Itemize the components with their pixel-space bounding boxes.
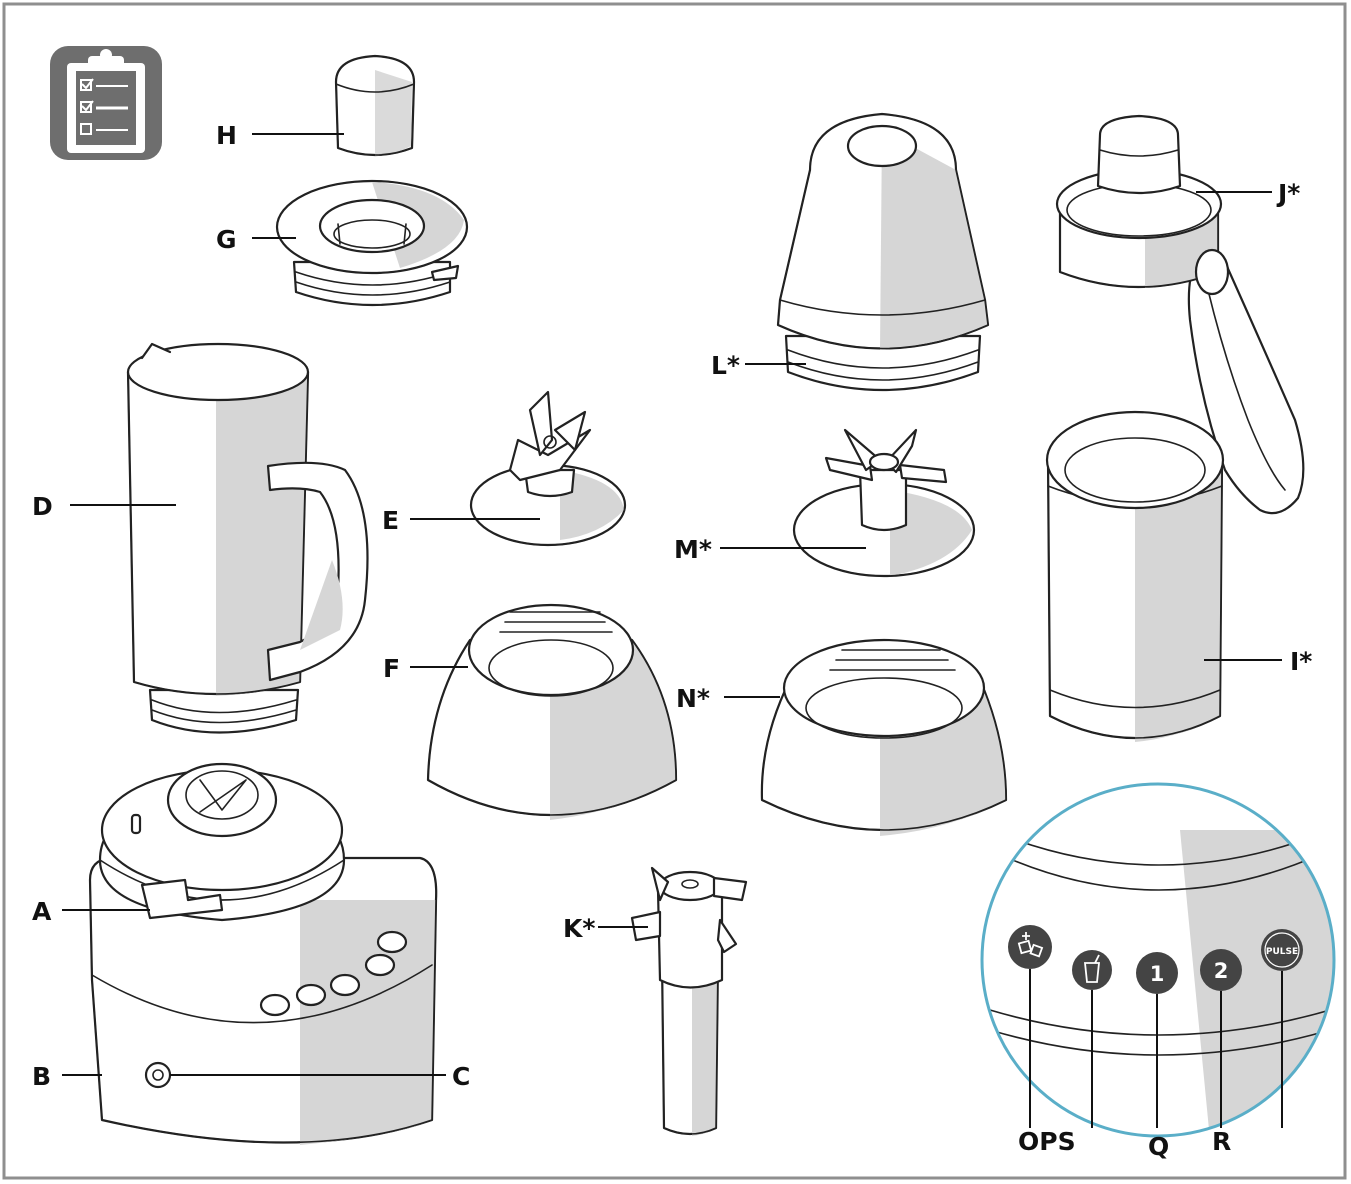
label-d: D — [32, 492, 53, 521]
safety-switch — [144, 1061, 172, 1089]
label-h: H — [216, 121, 237, 150]
part-i-bottle — [1045, 410, 1225, 742]
label-g: G — [216, 225, 237, 254]
label-c: C — [452, 1062, 470, 1091]
label-e: E — [382, 506, 399, 535]
speed-2-label: 2 — [1214, 959, 1229, 983]
speed-1-label: 1 — [1150, 962, 1165, 986]
label-q: Q — [1148, 1132, 1169, 1161]
smoothie-button — [1072, 950, 1112, 990]
part-n-base-ring — [760, 638, 1008, 836]
part-motor-base — [88, 762, 438, 1145]
speed-2-button: 2 — [1200, 949, 1242, 991]
part-h-measuring-cap — [334, 54, 416, 157]
part-f-base-ring — [426, 603, 678, 820]
label-n: N* — [676, 684, 710, 713]
part-l-cup — [776, 112, 990, 392]
label-f: F — [383, 654, 400, 683]
part-g-lid — [275, 179, 469, 307]
speed-1-button: 1 — [1136, 952, 1178, 994]
part-m-cross-blade — [792, 428, 976, 578]
label-l: L* — [711, 351, 740, 380]
label-k: K* — [563, 914, 595, 943]
label-j: J* — [1276, 179, 1300, 208]
part-j-bottle-lid — [1055, 114, 1305, 515]
part-e-blade-unit — [469, 390, 627, 547]
part-d-jar — [126, 342, 369, 734]
label-r: R — [1212, 1127, 1231, 1156]
label-i: I* — [1290, 647, 1312, 676]
base-buttons — [259, 930, 408, 1017]
label-a: A — [32, 897, 52, 926]
leader-lines — [62, 133, 1282, 1076]
part-k-tamper — [630, 866, 748, 1136]
label-ops: OPS — [1018, 1127, 1076, 1156]
ice-crush-icon — [1017, 932, 1044, 958]
checklist-icon — [50, 46, 162, 160]
pulse-button: PULSE — [1261, 929, 1303, 971]
label-m: M* — [674, 535, 712, 564]
part-labels: H G D E F A B C K* L* M* N* J* I* OPS Q … — [32, 121, 1312, 1161]
smoothie-cup-icon — [1084, 954, 1100, 983]
ops-button — [1008, 925, 1052, 969]
control-panel-detail: 1 2 PULSE — [980, 782, 1336, 1138]
pulse-label: PULSE — [1266, 947, 1298, 957]
label-b: B — [32, 1062, 51, 1091]
